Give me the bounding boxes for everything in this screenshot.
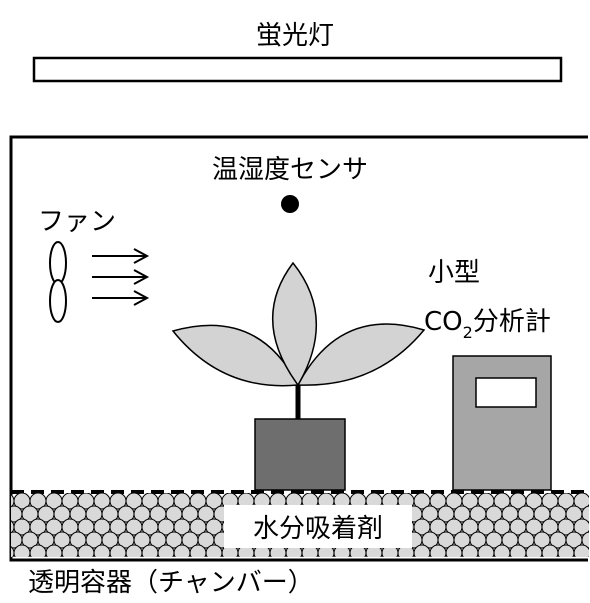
plant [171, 261, 426, 420]
container-label: 透明容器（チャンバー） [28, 568, 314, 598]
leaf-left [171, 324, 300, 387]
fan-label: ファン [38, 207, 116, 237]
lamp-label: 蛍光灯 [256, 21, 334, 51]
analyzer-label-line2: CO2分析計 [424, 307, 551, 342]
absorbent-bead [573, 493, 589, 510]
absorbent-bead [581, 531, 589, 549]
sensor-dot [281, 195, 299, 213]
analyzer-display [475, 377, 537, 408]
absorbent-label-bg [224, 505, 412, 548]
leaf-center [272, 261, 317, 387]
absorbent-bead [573, 518, 589, 536]
chamber-wall [9, 135, 588, 562]
absorbent-label: 水分吸着剤 [253, 514, 383, 544]
fan-icon [49, 241, 67, 323]
leaf-right [296, 323, 426, 386]
plant-pot [254, 418, 346, 491]
fluorescent-lamp [32, 56, 563, 83]
sensor-label: 温湿度センサ [212, 155, 368, 185]
co2-analyzer [452, 355, 552, 491]
analyzer-label-line1: 小型 [428, 258, 480, 288]
airflow-arrows [92, 248, 150, 306]
absorbent-bead [573, 544, 589, 557]
absorbent-bead [581, 505, 589, 523]
